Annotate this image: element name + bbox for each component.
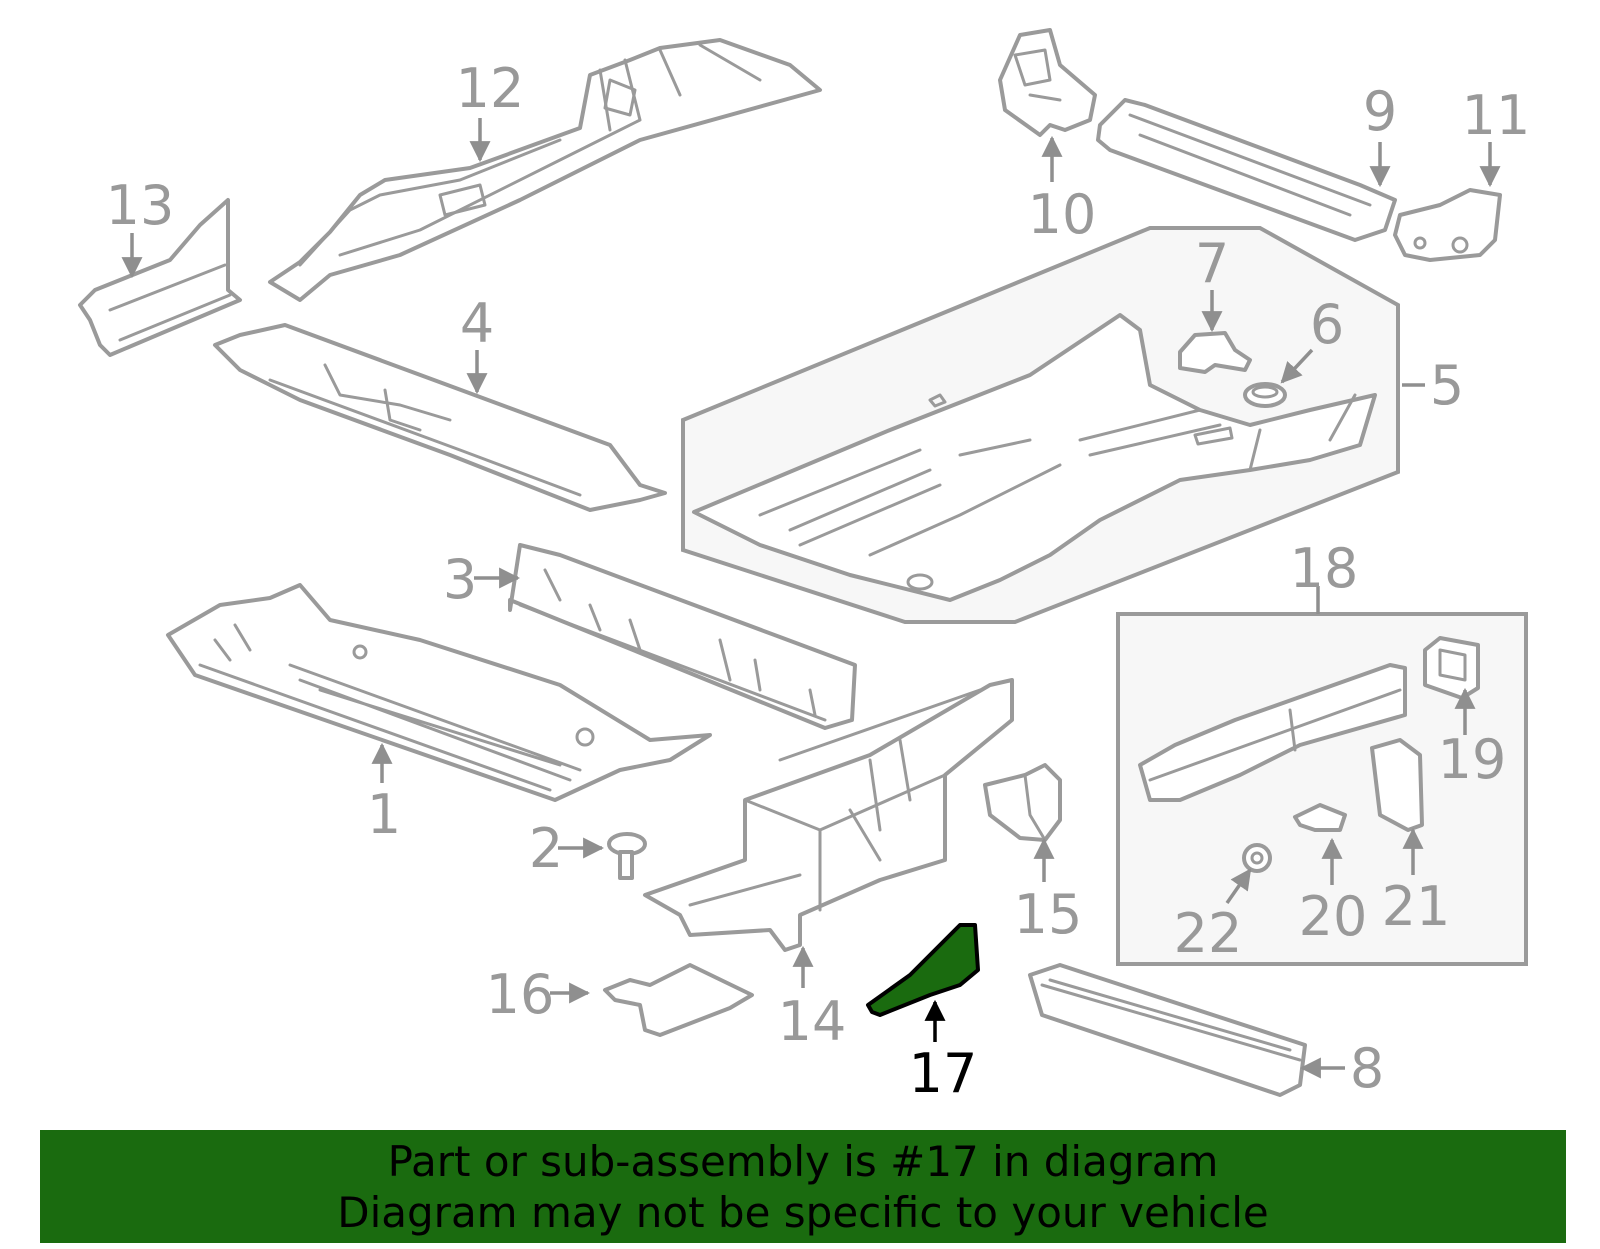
callout-20: 20 (1299, 885, 1368, 948)
part-17-highlighted (866, 923, 980, 1017)
banner-line-disclaimer: Diagram may not be specific to your vehi… (337, 1188, 1269, 1237)
callout-7: 7 (1195, 232, 1229, 295)
callout-2: 2 (529, 817, 563, 880)
callout-22: 22 (1174, 902, 1243, 965)
callout-4: 4 (460, 292, 494, 355)
part-15-bracket (983, 763, 1062, 842)
callout-19: 19 (1438, 728, 1507, 791)
part-2-bolt (607, 832, 647, 880)
part-1-floor-panel (166, 583, 712, 802)
part-6-plug (1243, 382, 1287, 408)
callout-17: 17 (909, 1042, 978, 1105)
callout-14: 14 (778, 990, 847, 1053)
part-8-rocker (1028, 963, 1307, 1097)
callout-16: 16 (486, 963, 555, 1026)
part-4-member (213, 323, 667, 512)
callout-18: 18 (1290, 537, 1359, 600)
banner-line-part-number: Part or sub-assembly is #17 in diagram (387, 1137, 1219, 1186)
callout-labels: 1 2 3 4 5 6 7 8 9 10 11 12 13 14 15 16 1… (106, 57, 1531, 1105)
part-7-bracket (1178, 331, 1252, 374)
callout-5: 5 (1430, 354, 1464, 417)
callout-12: 12 (456, 57, 525, 120)
part-11-bracket (1393, 188, 1502, 262)
callout-9: 9 (1363, 80, 1397, 143)
callout-21: 21 (1382, 875, 1451, 938)
part-3-crossmember (508, 543, 857, 730)
part-16-bracket (603, 963, 754, 1037)
callout-10: 10 (1028, 183, 1097, 246)
part-12-rail (268, 38, 822, 302)
callout-11: 11 (1462, 84, 1531, 147)
callout-8: 8 (1350, 1037, 1384, 1100)
part-13-bracket (78, 198, 242, 357)
leader-arrows (121, 118, 1501, 1079)
callout-6: 6 (1310, 293, 1344, 356)
callout-3: 3 (443, 548, 477, 611)
part-18-box (1116, 612, 1528, 966)
part-14-front-frame (643, 678, 1014, 952)
part-9-crossmember (1096, 98, 1397, 242)
callout-15: 15 (1014, 883, 1083, 946)
part-10-bracket (998, 28, 1097, 137)
part-info-banner: Part or sub-assembly is #17 in diagram D… (40, 1130, 1566, 1243)
callout-13: 13 (106, 174, 175, 237)
callout-1: 1 (367, 783, 401, 846)
